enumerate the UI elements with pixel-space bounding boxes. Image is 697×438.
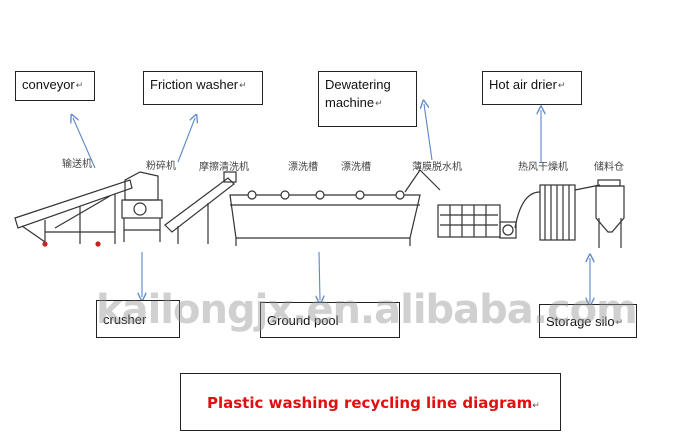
label-box-dewatering-machine: Dewatering machine↵ [318, 71, 417, 127]
label-conveyor: conveyor [22, 77, 75, 92]
dewatering-machine [437, 204, 517, 239]
crusher-machine [121, 171, 163, 242]
label-friction-washer: Friction washer [150, 77, 239, 92]
diagram-title-text: Plastic washing recycling line diagram [207, 394, 533, 412]
label-box-friction-washer: Friction washer↵ [143, 71, 263, 105]
return-mark: ↵ [75, 80, 84, 90]
label-dewatering-line1: Dewatering [325, 77, 391, 92]
label-ground-pool: Ground pool [267, 313, 339, 328]
conveyor-machine [14, 179, 133, 247]
label-box-crusher: crusher [96, 300, 180, 338]
cn-label-rinse-tank-1: 漂洗槽 [288, 162, 318, 173]
cn-label-crusher: 粉碎机 [146, 161, 176, 172]
return-mark: ↵ [532, 401, 540, 411]
label-storage-silo: Storage silo [546, 314, 615, 329]
label-box-conveyor: conveyor↵ [15, 71, 95, 101]
return-mark: ↵ [557, 80, 566, 90]
return-mark: ↵ [375, 98, 383, 108]
label-dewatering-line2: machine [325, 95, 375, 110]
label-hot-air-drier: Hot air drier [489, 77, 557, 92]
rinse-tank [229, 169, 441, 246]
label-arrows [73, 104, 590, 302]
cn-label-friction-washer: 摩擦清洗机 [199, 162, 249, 173]
cn-label-silo: 储料仓 [594, 162, 624, 173]
label-box-ground-pool: Ground pool [260, 302, 400, 338]
cn-label-conveyor: 输送机 [62, 159, 92, 170]
cn-label-dewatering: 薄膜脱水机 [412, 162, 462, 173]
cn-label-drier: 热风干燥机 [518, 162, 568, 173]
label-box-storage-silo: Storage silo↵ [539, 304, 637, 338]
return-mark: ↵ [239, 80, 247, 90]
return-mark: ↵ [615, 317, 624, 327]
storage-silo-machine [595, 179, 625, 248]
cn-label-rinse-tank-2: 漂洗槽 [341, 162, 371, 173]
title-box: Plastic washing recycling line diagram↵ [180, 373, 561, 431]
label-crusher: crusher [103, 312, 147, 327]
label-box-hot-air-drier: Hot air drier↵ [482, 71, 582, 105]
watermark: kailongjx.en.alibaba.com [96, 287, 638, 333]
hot-air-drier-machine [514, 184, 601, 241]
diagram-title: Plastic washing recycling line diagram↵ [207, 394, 540, 412]
friction-washer-machine [164, 171, 237, 244]
